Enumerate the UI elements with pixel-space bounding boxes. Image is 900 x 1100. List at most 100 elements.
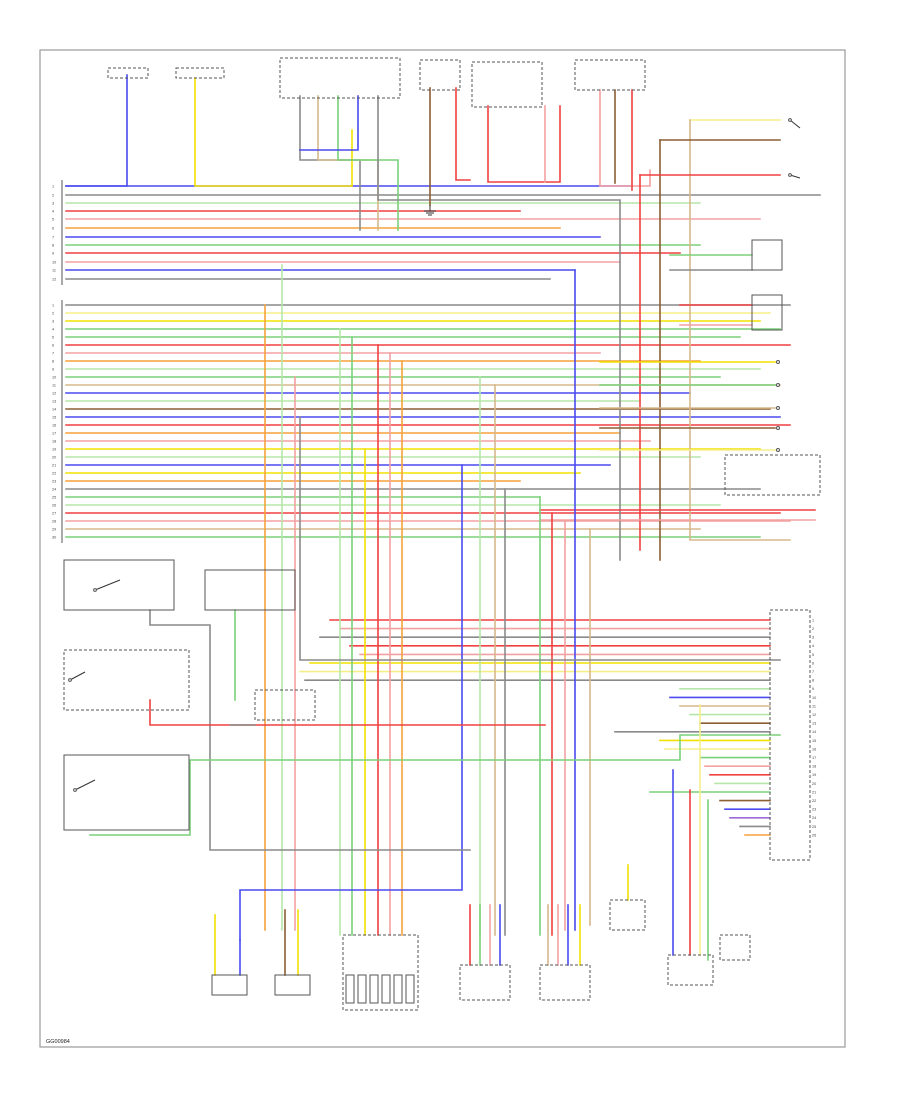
main-bus-pin-21: 21 xyxy=(52,464,56,468)
top-bus-pin-3: 3 xyxy=(52,202,54,206)
vehicle-speed-sensor-b xyxy=(539,964,591,1001)
module-pin-18: 18 xyxy=(812,765,816,769)
vehicle-speed-sensor-a xyxy=(459,964,511,1001)
top-bus-pin-9: 9 xyxy=(52,252,54,256)
overdrive-switch xyxy=(254,689,316,721)
top-bus-pin-2: 2 xyxy=(52,194,54,198)
main-bus-pin-17: 17 xyxy=(52,432,56,436)
cruise-control-unit xyxy=(724,454,821,496)
right-switch-1-contact xyxy=(788,118,792,122)
module-pin-19: 19 xyxy=(812,773,816,777)
main-bus-pin-10: 10 xyxy=(52,376,56,380)
main-bus-pin-28: 28 xyxy=(52,520,56,524)
wire-layer xyxy=(65,74,821,976)
top-bus-pin-10: 10 xyxy=(52,261,56,265)
main-bus-pin-29: 29 xyxy=(52,528,56,532)
control-module-pin-block xyxy=(769,609,811,861)
left-neutral-switch xyxy=(63,559,175,611)
main-bus-pin-1: 1 xyxy=(52,304,54,308)
main-bus-pin-25: 25 xyxy=(52,496,56,500)
meter-ground xyxy=(424,205,436,216)
buzzer-unit xyxy=(609,899,646,931)
module-pin-12: 12 xyxy=(812,713,816,717)
module-pin-11: 11 xyxy=(812,704,816,708)
park-lamp-switch xyxy=(63,754,190,831)
solenoid-cell-6 xyxy=(405,974,415,1004)
solenoid-cell-5 xyxy=(393,974,403,1004)
solenoid-cell-3 xyxy=(369,974,379,1004)
solenoid-cell-2 xyxy=(357,974,367,1004)
kickdown-contact-contact xyxy=(68,678,72,682)
main-bus-pin-18: 18 xyxy=(52,440,56,444)
transmission-range-switch xyxy=(751,294,783,331)
solenoid-cell-4 xyxy=(381,974,391,1004)
top-bus-pin-5: 5 xyxy=(52,218,54,222)
fuel-pump-resistor xyxy=(471,61,543,108)
module-pin-5: 5 xyxy=(812,653,814,657)
vertical-drop-blue-left xyxy=(239,464,463,941)
cluster-lead-2 xyxy=(317,95,379,231)
fuse-box-b xyxy=(175,67,225,79)
module-pin-16: 16 xyxy=(812,747,816,751)
feed-ignition xyxy=(194,77,353,187)
main-bus-pin-27: 27 xyxy=(52,512,56,516)
stop-light-switch xyxy=(204,569,296,611)
top-bus-pin-1: 1 xyxy=(52,185,54,189)
kickdown-switch xyxy=(63,649,190,711)
module-pin-8: 8 xyxy=(812,679,814,683)
top-bus-pin-8: 8 xyxy=(52,244,54,248)
vertical-drop-gray-right xyxy=(299,416,781,661)
main-bus-pin-13: 13 xyxy=(52,400,56,404)
module-pin-2: 2 xyxy=(812,627,814,631)
module-pin-26: 26 xyxy=(812,833,816,837)
module-pin-21: 21 xyxy=(812,790,816,794)
combination-meter-block xyxy=(419,59,461,91)
sensor-terminal-2 xyxy=(776,383,780,387)
kickdown-contact xyxy=(69,671,86,681)
module-pin-24: 24 xyxy=(812,816,816,820)
module-pin-3: 3 xyxy=(812,636,814,640)
main-bus-pin-30: 30 xyxy=(52,536,56,540)
main-bus-pin-19: 19 xyxy=(52,448,56,452)
top-bus-pin-11: 11 xyxy=(52,269,56,273)
data-link-connector xyxy=(719,934,751,961)
shift-control-solenoid-valve xyxy=(342,934,419,1011)
module-pin-22: 22 xyxy=(812,799,816,803)
module-pin-10: 10 xyxy=(812,696,816,700)
top-bus-pin-12: 12 xyxy=(52,278,56,282)
feed-hot-in-run xyxy=(65,74,128,187)
main-bus-pin-9: 9 xyxy=(52,368,54,372)
sensor-terminal-3 xyxy=(776,406,780,410)
module-pin-25: 25 xyxy=(812,825,816,829)
neutral-switch-contact-contact xyxy=(93,588,97,592)
relay-out-a xyxy=(599,89,651,187)
sensor-terminal-1 xyxy=(776,360,780,364)
module-pin-13: 13 xyxy=(812,722,816,726)
module-pin-20: 20 xyxy=(812,782,816,786)
cluster-lead-1 xyxy=(299,95,361,231)
right-trunk-tan xyxy=(689,119,791,541)
main-bus-pin-15: 15 xyxy=(52,416,56,420)
kickdown-output xyxy=(149,699,546,726)
neutral-switch-contact xyxy=(94,579,121,591)
module-pin-23: 23 xyxy=(812,808,816,812)
fuel-pump-relay xyxy=(574,59,646,91)
module-pin-6: 6 xyxy=(812,661,814,665)
main-bus-pin-14: 14 xyxy=(52,408,56,412)
instrument-cluster xyxy=(279,57,401,99)
module-pin-17: 17 xyxy=(812,756,816,760)
top-bus-pin-6: 6 xyxy=(52,227,54,231)
module-pin-1: 1 xyxy=(812,618,814,622)
main-bus-pin-16: 16 xyxy=(52,424,56,428)
main-bus-pin-2: 2 xyxy=(52,312,54,316)
throttle-position-switch xyxy=(751,239,783,271)
main-bus-pin-6: 6 xyxy=(52,344,54,348)
sensor-terminal-5 xyxy=(776,448,780,452)
right-switch-2-contact xyxy=(788,173,792,177)
module-pin-14: 14 xyxy=(812,730,816,734)
main-bus-pin-3: 3 xyxy=(52,320,54,324)
main-bus-pin-23: 23 xyxy=(52,480,56,484)
figure-tag: GG00984 xyxy=(46,1039,70,1045)
main-bus-pin-7: 7 xyxy=(52,352,54,356)
